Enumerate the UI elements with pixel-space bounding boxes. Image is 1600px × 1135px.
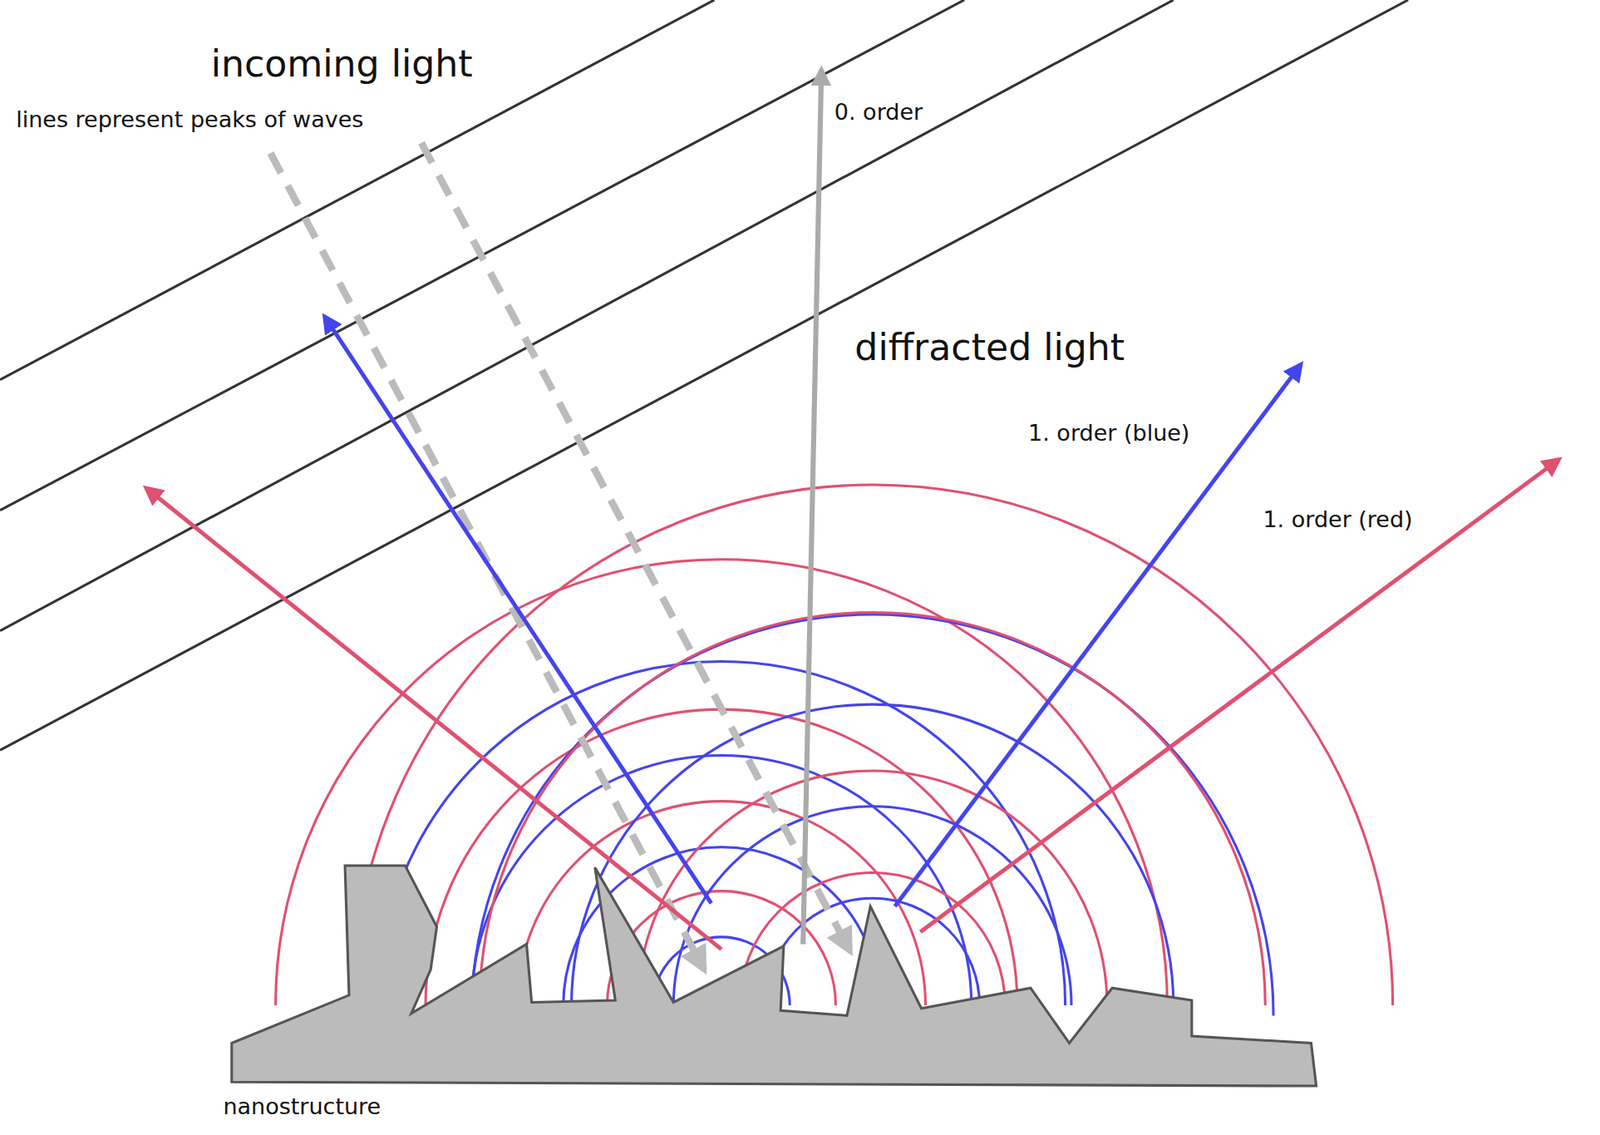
zero-order-ray <box>802 68 822 944</box>
nanostructure-shape <box>231 865 1317 1086</box>
heading-label: diffracted light <box>852 326 1127 370</box>
order-label: 1. order (red) <box>1260 506 1414 532</box>
diffracted-rays <box>146 316 1560 950</box>
part-label: nanostructure <box>221 1092 383 1119</box>
note-label: lines represent peaks of waves <box>14 106 365 133</box>
heading-label: incoming light <box>209 43 475 86</box>
wavelets <box>275 484 1394 1015</box>
order-label: 0. order <box>832 98 925 125</box>
wave-peaks <box>0 0 1408 750</box>
incoming-rays <box>270 142 850 970</box>
order-label: 1. order (blue) <box>1026 419 1192 446</box>
